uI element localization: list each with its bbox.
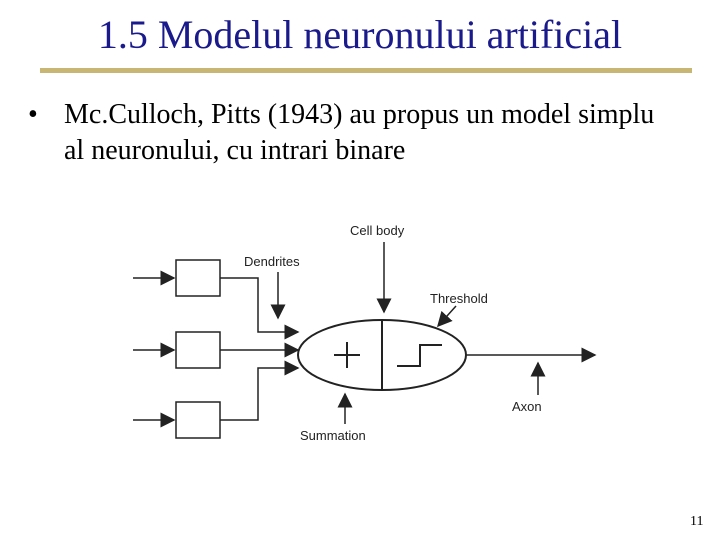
label-axon: Axon: [512, 399, 542, 414]
connection-1: [220, 277, 300, 340]
slide-title: 1.5 Modelul neuronului artificial: [97, 12, 623, 57]
title-underline: [40, 68, 692, 73]
input-box-2: [175, 331, 221, 369]
bullet-text: Mc.Culloch, Pitts (1943) au propus un mo…: [64, 99, 655, 166]
label-dendrites: Dendrites: [244, 254, 300, 269]
input-box-1: [175, 259, 221, 297]
label-cell-body: Cell body: [350, 223, 405, 238]
connection-3: [220, 360, 300, 421]
step-function-icon: [397, 344, 442, 367]
bullet-dot: •: [28, 99, 38, 130]
threshold-pointer-arrow: [436, 305, 457, 328]
label-threshold: Threshold: [430, 291, 488, 306]
label-summation: Summation: [300, 428, 366, 443]
page-number: 11: [690, 514, 704, 529]
input-box-3: [175, 401, 221, 439]
